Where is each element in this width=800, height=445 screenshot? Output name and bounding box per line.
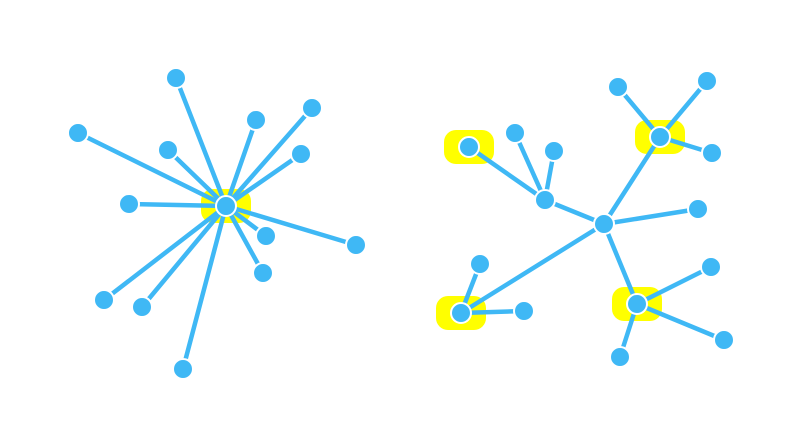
graph-node[interactable] xyxy=(687,198,709,220)
node-layer xyxy=(67,67,735,380)
graph-edge xyxy=(180,203,229,372)
graph-node[interactable] xyxy=(172,358,194,380)
graph-edge xyxy=(223,151,304,209)
graph-node[interactable] xyxy=(255,225,277,247)
graph-edge xyxy=(466,144,548,203)
graph-edge xyxy=(634,264,714,307)
graph-edge xyxy=(601,206,701,227)
graph-node[interactable] xyxy=(131,296,153,318)
graph-node[interactable] xyxy=(513,300,535,322)
graph-node[interactable] xyxy=(696,70,718,92)
graph-node[interactable] xyxy=(157,139,179,161)
graph-node[interactable] xyxy=(290,143,312,165)
graph-edge xyxy=(223,117,259,209)
graph-edge xyxy=(634,301,727,343)
graph-node[interactable] xyxy=(458,136,480,158)
graph-edge xyxy=(139,203,229,310)
graph-node[interactable] xyxy=(215,195,237,217)
graph-node[interactable] xyxy=(607,76,629,98)
graph-edge xyxy=(458,221,607,316)
graph-edge xyxy=(101,203,229,303)
graph-edge xyxy=(75,130,229,209)
graph-edge xyxy=(223,105,315,209)
graph-node[interactable] xyxy=(93,289,115,311)
graph-node[interactable] xyxy=(165,67,187,89)
graph-edge xyxy=(173,75,229,209)
graph-edge xyxy=(601,221,640,307)
graph-node[interactable] xyxy=(701,142,723,164)
graph-edge xyxy=(165,147,229,209)
graph-node[interactable] xyxy=(301,97,323,119)
graph-edge xyxy=(657,78,710,140)
graph-edge xyxy=(512,130,548,203)
graph-node[interactable] xyxy=(469,253,491,275)
graph-node[interactable] xyxy=(245,109,267,131)
graph-node[interactable] xyxy=(67,122,89,144)
graph-node[interactable] xyxy=(626,293,648,315)
graph-node[interactable] xyxy=(713,329,735,351)
graph-node[interactable] xyxy=(504,122,526,144)
graph-edge xyxy=(601,134,663,227)
graph-edge xyxy=(223,203,359,248)
graph-node[interactable] xyxy=(118,193,140,215)
graph-edge xyxy=(126,201,229,209)
graph-node[interactable] xyxy=(609,346,631,368)
graph-edge xyxy=(223,203,266,276)
graph-node[interactable] xyxy=(543,140,565,162)
edge-layer xyxy=(75,75,727,372)
graph-node[interactable] xyxy=(649,126,671,148)
graph-node[interactable] xyxy=(345,234,367,256)
graph-node[interactable] xyxy=(252,262,274,284)
graph-node[interactable] xyxy=(450,302,472,324)
graph-node[interactable] xyxy=(700,256,722,278)
graph-node[interactable] xyxy=(593,213,615,235)
graph-node[interactable] xyxy=(534,189,556,211)
